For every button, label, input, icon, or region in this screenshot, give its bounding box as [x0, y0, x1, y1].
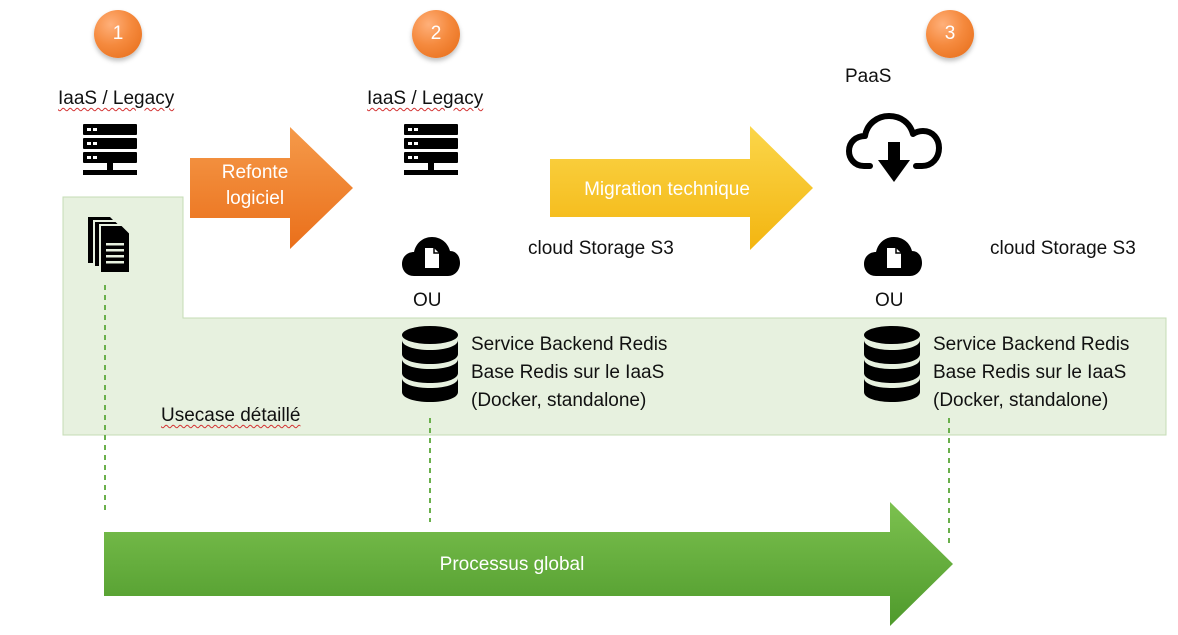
step-3-title: PaaS	[845, 66, 892, 87]
server-icon	[404, 124, 458, 175]
step-2-badge: 2	[412, 10, 460, 58]
usecase-label-text: Usecase détaillé	[161, 405, 301, 426]
step-2-title: IaaS / Legacy	[367, 88, 484, 109]
storage-label-step3: cloud Storage S3	[990, 238, 1136, 259]
storage-label-step2: cloud Storage S3	[528, 238, 674, 259]
redis-line-3: (Docker, standalone)	[933, 390, 1109, 411]
redis-line-2: Base Redis sur le IaaS	[471, 362, 665, 383]
processus-arrow	[104, 502, 953, 626]
redis-line-2: Base Redis sur le IaaS	[933, 362, 1127, 383]
processus-label: Processus global	[439, 554, 585, 575]
cloud-file-icon	[864, 237, 922, 276]
redis-description-step2: Service Backend Redis Base Redis sur le …	[471, 331, 667, 415]
migration-arrow	[550, 126, 813, 250]
redis-description-step3: Service Backend Redis Base Redis sur le …	[933, 331, 1129, 415]
step-1-badge: 1	[94, 10, 142, 58]
database-icon	[864, 326, 920, 402]
or-label-step3: OU	[875, 290, 904, 311]
migration-label: Migration technique	[584, 179, 750, 200]
redis-line-1: Service Backend Redis	[933, 334, 1130, 355]
cloud-file-icon	[402, 237, 460, 276]
redis-line-1: Service Backend Redis	[471, 334, 668, 355]
redis-line-3: (Docker, standalone)	[471, 390, 647, 411]
cloud-download-icon	[846, 113, 942, 182]
database-icon	[402, 326, 458, 402]
server-icon	[83, 124, 137, 175]
usecase-label: Usecase détaillé	[161, 405, 300, 427]
documents-icon	[88, 217, 131, 274]
step-1-title: IaaS / Legacy	[58, 88, 175, 109]
refonte-arrow	[190, 127, 353, 249]
or-label-step2: OU	[413, 290, 442, 311]
step-3-badge: 3	[926, 10, 974, 58]
refonte-label: Refonte logiciel	[221, 162, 289, 209]
